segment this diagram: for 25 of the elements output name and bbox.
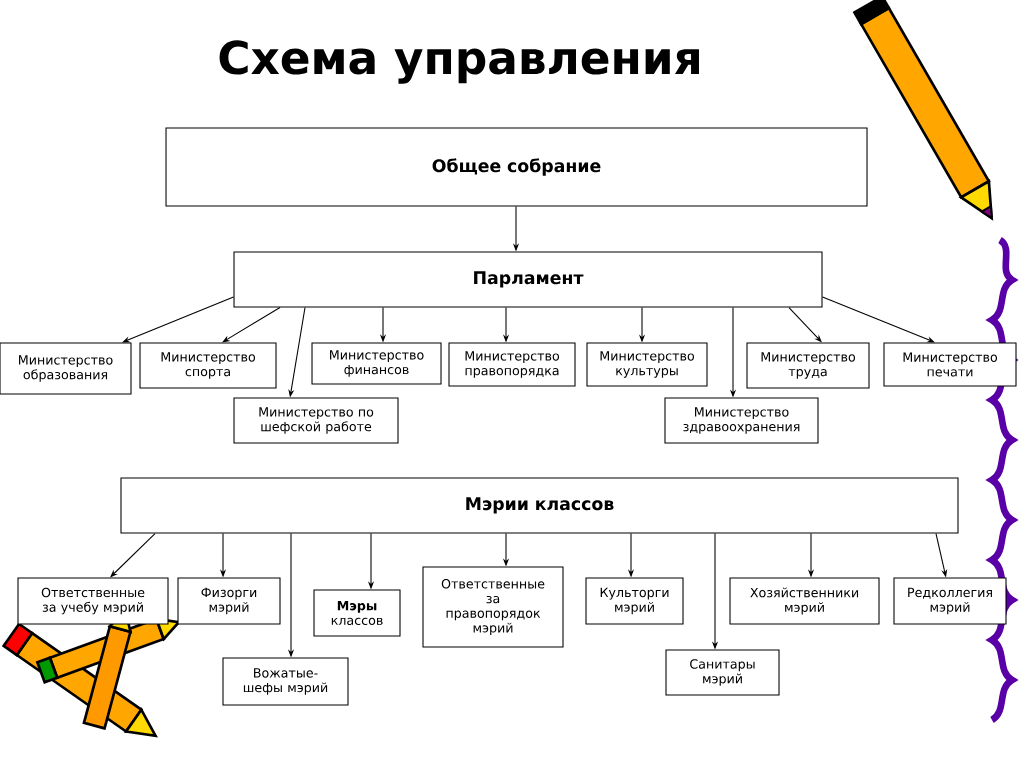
org-box: Мэры классов bbox=[313, 589, 401, 637]
org-box: Хозяйственники мэрий bbox=[729, 577, 880, 625]
org-box: Министерство по шефской работе bbox=[233, 397, 399, 444]
org-box: Общее собрание bbox=[165, 127, 868, 207]
org-box: Культорги мэрий bbox=[585, 577, 684, 625]
title: Схема управления bbox=[219, 40, 699, 84]
arrow bbox=[222, 307, 281, 343]
org-box: Ответственные за правопорядок мэрий bbox=[422, 566, 564, 648]
org-box: Министерство финансов bbox=[311, 342, 442, 385]
org-box: Министерство спорта bbox=[139, 342, 277, 389]
org-box: Физорги мэрий bbox=[177, 577, 281, 625]
org-box: Редколлегия мэрий bbox=[893, 577, 1007, 625]
org-box: Парламент bbox=[233, 251, 823, 308]
org-box: Вожатые-шефы мэрий bbox=[222, 657, 349, 706]
org-box: Министерство культуры bbox=[586, 342, 708, 387]
org-box: Министерство образования bbox=[0, 342, 132, 395]
org-box: Мэрии классов bbox=[120, 477, 959, 534]
arrow bbox=[122, 296, 234, 343]
org-box: Министерство труда bbox=[746, 342, 870, 389]
arrow bbox=[822, 296, 935, 343]
org-box: Министерство здравоохранения bbox=[664, 397, 819, 444]
org-box: Санитары мэрий bbox=[665, 649, 780, 696]
org-box: Министерство правопорядка bbox=[448, 342, 576, 387]
org-box: Ответственные за учебу мэрий bbox=[17, 577, 169, 625]
org-box: Министерство печати bbox=[883, 342, 1017, 387]
